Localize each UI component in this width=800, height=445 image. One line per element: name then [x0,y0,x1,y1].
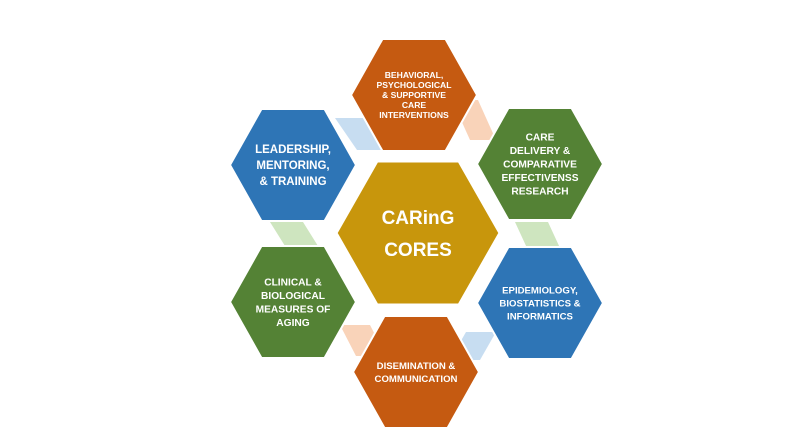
core-behavioral-label-line-5: INTERVENTIONS [379,110,449,120]
core-behavioral: BEHAVIORAL,PSYCHOLOGICAL& SUPPORTIVECARE… [349,38,479,152]
core-care-delivery-label-line-1: CARE [526,133,555,144]
core-epidemiology: EPIDEMIOLOGY, BIOSTATISTICS & INFORMATICS [475,246,605,360]
core-behavioral-hexagon [349,38,479,152]
core-care-delivery: CARE DELIVERY & COMPARATIVE EFFECTIVENSS RES… [475,107,605,221]
core-leadership-label-line-2: MENTORING, [256,160,329,172]
core-dissemination-hexagon [351,315,481,429]
core-dissemination-label-line-1: DISEMINATION & [377,361,456,372]
connector-top-left [335,118,390,150]
core-epidemiology-label-line-2: BIOSTATISTICS & [499,298,580,309]
core-dissemination: DISEMINATION & COMMUNICATION [351,315,481,429]
connector-left [270,222,318,246]
core-clinical: CLINICAL & BIOLOGICAL MEASURES OF AGING [228,245,358,359]
center-core: CARinG CORES [334,159,502,307]
core-clinical-label-line-3: MEASURES OF [256,304,331,315]
connector-right [515,222,560,248]
core-behavioral-label-line-1: BEHAVIORAL, [385,70,444,80]
center-core-hexagon [334,159,502,307]
core-clinical-label-line-1: CLINICAL & [264,277,322,288]
core-care-delivery-label-line-4: EFFECTIVENSS [502,173,579,184]
core-epidemiology-label-line-3: INFORMATICS [507,311,574,322]
core-care-delivery-label-line-5: RESEARCH [511,187,568,198]
core-epidemiology-label-line-1: EPIDEMIOLOGY, [502,285,578,296]
core-epidemiology-hexagon [475,246,605,360]
core-care-delivery-label-line-3: COMPARATIVE [503,160,577,171]
core-clinical-hexagon [228,245,358,359]
core-leadership-hexagon [228,108,358,222]
core-leadership-label-line-1: LEADERSHIP, [255,144,331,156]
core-dissemination-label-line-2: COMMUNICATION [375,374,458,385]
core-care-delivery-hexagon [475,107,605,221]
center-core-label-line-2: CORES [384,240,452,261]
core-clinical-label-line-4: AGING [276,318,309,329]
core-leadership-label-line-3: & TRAINING [259,176,326,188]
core-care-delivery-label-line-2: DELIVERY & [510,146,571,157]
core-clinical-label-line-2: BIOLOGICAL [261,291,325,302]
center-core-label-line-1: CARinG [382,208,455,229]
core-behavioral-label-line-2: PSYCHOLOGICAL [377,80,452,90]
core-behavioral-label-line-3: & SUPPORTIVE [382,90,446,100]
core-leadership: LEADERSHIP, MENTORING, & TRAINING [228,108,358,222]
core-behavioral-label-line-4: CARE [402,100,427,110]
